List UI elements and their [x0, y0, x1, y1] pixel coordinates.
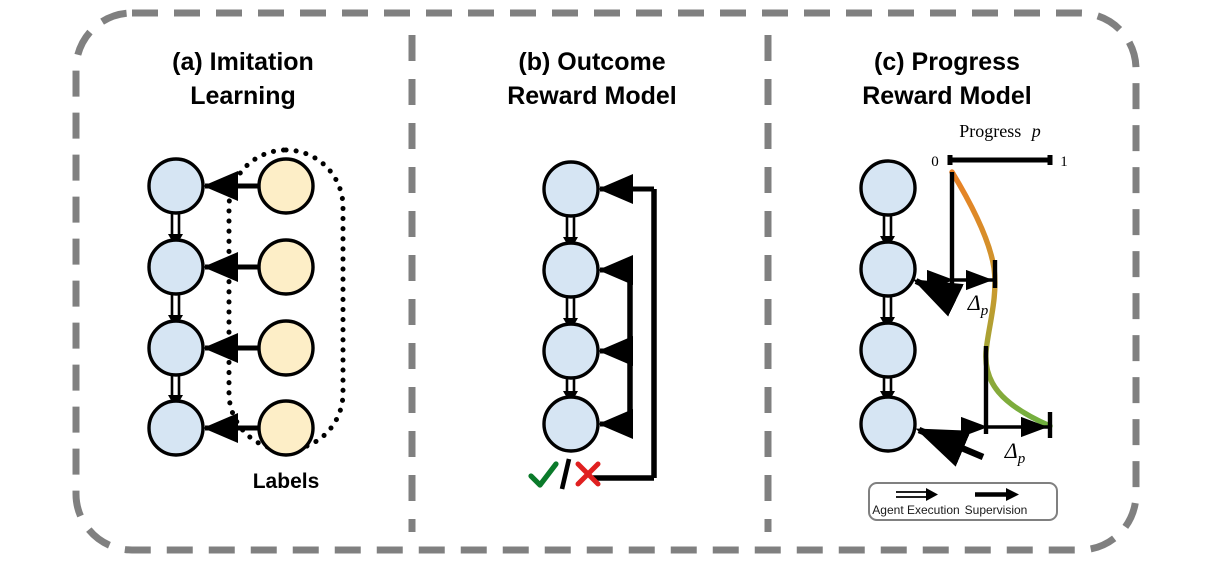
label-node	[257, 319, 315, 377]
labels-caption: Labels	[253, 470, 320, 493]
agent-node	[542, 322, 600, 380]
agent-node	[147, 238, 205, 296]
verdict-separator-icon	[559, 458, 572, 490]
agent-node	[859, 159, 917, 217]
legend-item-agent-execution: Agent Execution	[872, 488, 960, 517]
supervision-arrow-c-2	[915, 427, 985, 467]
agent-node	[542, 160, 600, 218]
outer-dashed-frame	[72, 9, 1140, 554]
agent-node	[859, 321, 917, 379]
legend-label-supervision: Supervision	[965, 503, 1028, 517]
agent-node	[859, 240, 917, 298]
agent-nodes-c	[859, 159, 917, 453]
delta-label-2: Δp	[1004, 438, 1026, 467]
agent-execution-icon	[896, 488, 938, 501]
panel-outcome-reward-model: (b) Outcome Reward Model	[507, 48, 677, 490]
agent-execution-arrows-a	[168, 211, 183, 408]
panel-c-title-line2: Reward Model	[862, 82, 1031, 110]
agent-node	[147, 157, 205, 215]
supervision-arrows-a	[202, 171, 258, 443]
outcome-verdict-row	[528, 458, 601, 490]
progress-axis-min-label: 0	[931, 154, 939, 170]
panel-b-title-line1: (b) Outcome	[518, 48, 665, 76]
label-nodes-a	[257, 157, 315, 457]
label-node	[257, 238, 315, 296]
agent-node	[147, 319, 205, 377]
agent-node	[147, 399, 205, 457]
supervision-icon	[975, 488, 1019, 501]
legend: Agent Execution Supervision	[868, 482, 1058, 521]
cross-icon	[575, 461, 601, 487]
progress-axis-title-symbol: p	[1030, 121, 1041, 141]
panel-b-title-line2: Reward Model	[507, 82, 676, 110]
legend-item-supervision: Supervision	[965, 488, 1028, 517]
check-icon	[528, 461, 559, 488]
progress-axis-max-label: 1	[1060, 154, 1068, 170]
panel-c-title-line1: (c) Progress	[874, 48, 1020, 76]
delta-measure-2: Δp	[960, 346, 1053, 467]
agent-node	[542, 241, 600, 299]
supervision-arrow-c-1	[912, 278, 964, 317]
agent-nodes-a	[147, 157, 205, 457]
progress-curve	[949, 169, 1053, 429]
label-node	[257, 157, 315, 215]
panel-a-title-line2: Learning	[190, 82, 296, 110]
outcome-feedback-bus	[593, 174, 657, 481]
panel-imitation-learning: (a) Imitation Learning	[147, 48, 346, 493]
progress-axis-title: Progress p	[959, 121, 1041, 141]
panel-a-title-line1: (a) Imitation	[172, 48, 314, 76]
agent-node	[542, 395, 600, 453]
label-node	[257, 399, 315, 457]
agent-node	[859, 395, 917, 453]
delta-label-1: Δp	[967, 290, 989, 319]
panel-progress-reward-model: (c) Progress Reward Model Progress p 0 1	[859, 48, 1068, 521]
legend-label-agent-execution: Agent Execution	[872, 503, 959, 517]
progress-axis-title-text: Progress	[959, 121, 1021, 141]
progress-axis: 0 1	[931, 154, 1068, 170]
agent-nodes-b	[542, 160, 600, 453]
